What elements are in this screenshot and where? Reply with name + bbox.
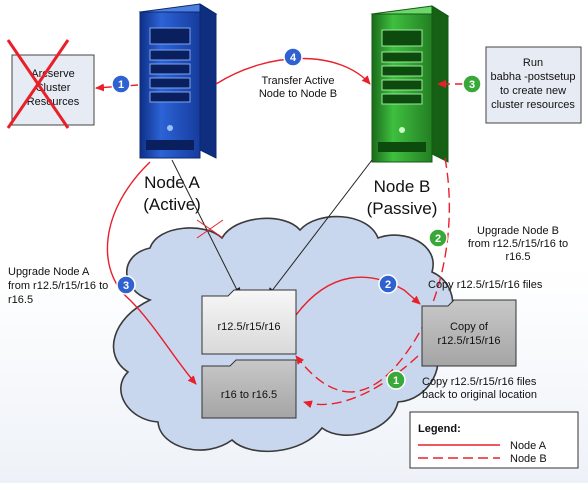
folder-new-version-label: r16 to r16.5 [221,389,277,401]
folder-old-version-label: r12.5/r15/r16 [218,321,281,333]
folder-copy-label-2: r12.5/r15/r16 [438,335,501,347]
step-1-green-num: 1 [393,375,399,387]
arcserve-line-3: Resources [27,96,80,108]
node-b-arrows [295,80,465,409]
node-a-server-icon [138,3,218,159]
arcserve-line-1: Arcserve [31,68,74,80]
copy-back-text-1: Copy r12.5/r15/r16 files [422,376,537,388]
legend-item-node-a: Node A [510,440,547,452]
folder-copy-label-1: Copy of [450,321,489,333]
node-b-server-icon [370,5,450,163]
step-1-badge-blue: 1 [111,74,131,94]
legend-item-node-b: Node B [510,453,547,465]
copy-back-text-2: back to original location [422,389,537,401]
run-line-2: babha -postsetup [490,71,575,83]
upgrade-a-text-2: from r12.5/r15/r16 to [8,280,108,292]
legend: Legend: Node A Node B [409,411,579,469]
step-2-badge-blue: 2 [378,274,398,294]
remove-cross-icon [6,39,70,129]
step-2-green-num: 2 [435,233,441,245]
node-b-name: Node B [374,177,431,196]
run-postsetup-box: Run babha -postsetup to create new clust… [485,46,582,124]
legend-title: Legend: [418,423,461,435]
upgrade-b-text-2: from r12.5/r15/r16 to [468,238,568,250]
step-4-badge-blue: 4 [283,47,303,67]
step-3-blue-num: 3 [123,280,129,292]
node-b-state: (Passive) [367,199,438,218]
step-2-blue-num: 2 [385,279,391,291]
step-3-badge-green: 3 [462,74,482,94]
copy-files-text: Copy r12.5/r15/r16 files [428,279,543,291]
step-3-badge-blue: 3 [116,275,136,295]
upgrade-a-text-1: Upgrade Node A [8,266,90,278]
node-a-name: Node A [144,173,200,192]
step-1-badge-green: 1 [386,370,406,390]
upgrade-b-text-3: r16.5 [505,251,530,263]
step-4-text-1: Transfer Active [262,75,335,87]
folder-old-version: r12.5/r15/r16 [201,289,297,355]
network-links [171,159,373,297]
step-1-num: 1 [118,79,124,91]
run-line-3: to create new [500,85,566,97]
step-4-text-2: Node to Node B [259,88,337,100]
folder-new-version: r16 to r16.5 [201,359,297,419]
folder-copy: Copy of r12.5/r15/r16 [421,299,517,367]
run-line-1: Run [523,57,543,69]
arcserve-cluster-resources-box: Arcserve Cluster Resources [6,39,95,129]
run-line-4: cluster resources [491,99,575,111]
upgrade-a-text-3: r16.5 [8,294,33,306]
upgrade-b-text-1: Upgrade Node B [477,225,559,237]
step-3-green-num: 3 [469,79,475,91]
step-2-badge-green: 2 [428,228,448,248]
disconnected-x-icon [196,219,224,239]
step-4-num: 4 [290,52,297,64]
node-a-state: (Active) [143,195,201,214]
